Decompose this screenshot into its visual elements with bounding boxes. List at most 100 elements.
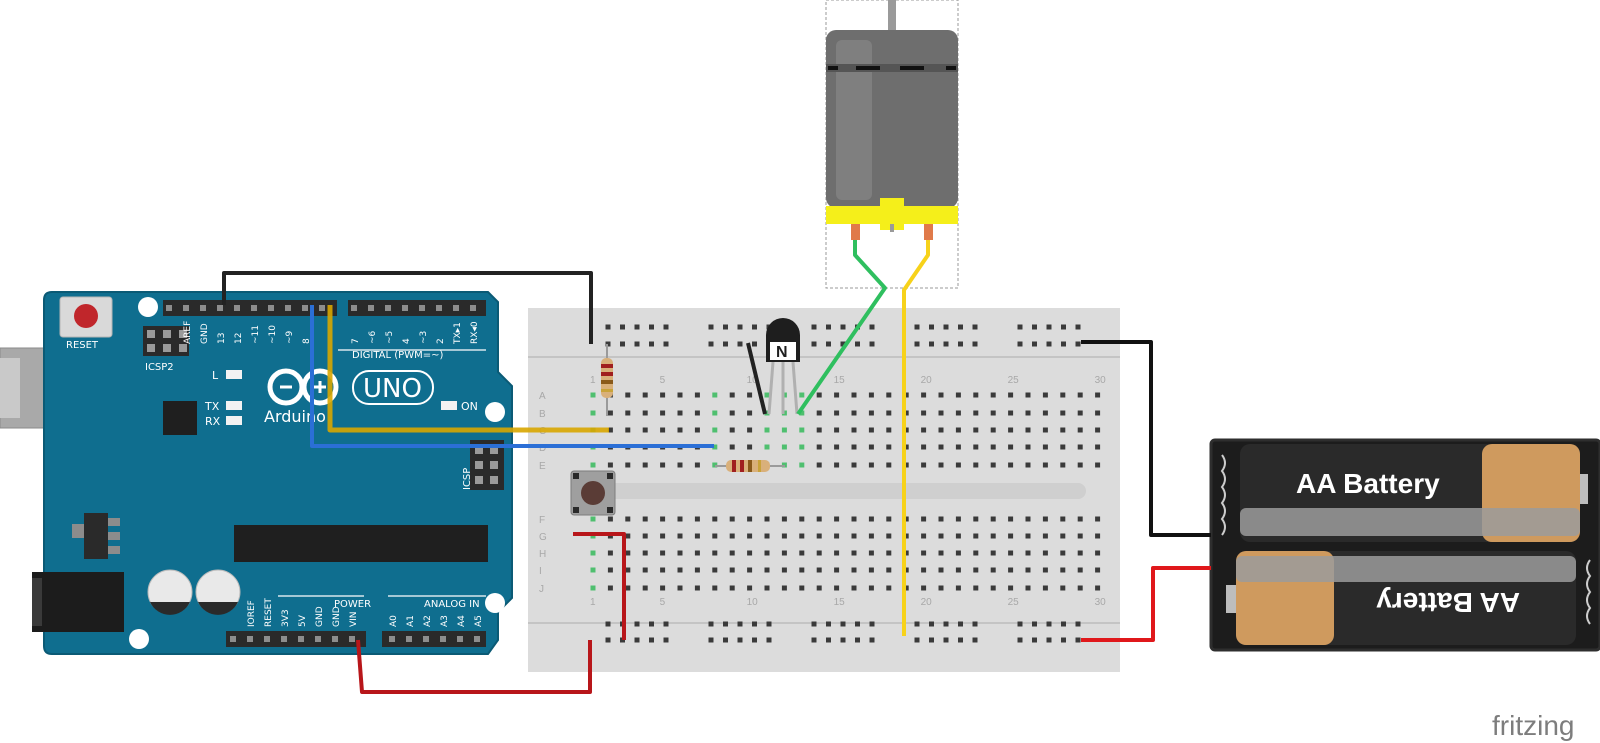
breadboard-hole [938, 410, 944, 416]
analog-label: ANALOG IN [424, 599, 480, 610]
breadboard-hole [799, 462, 805, 468]
digital-pin-label: ~11 [251, 325, 261, 344]
breadboard-hole [903, 533, 909, 539]
breadboard-hole [868, 516, 874, 522]
breadboard-hole [642, 567, 648, 573]
breadboard-hole [660, 533, 666, 539]
breadboard-hole [747, 533, 753, 539]
rail-hole [1032, 621, 1037, 627]
rail-hole [1075, 324, 1081, 330]
rail-hole [737, 637, 743, 643]
breadboard-hole [1008, 427, 1014, 433]
breadboard-hole [712, 533, 718, 539]
breadboard-hole [1025, 427, 1031, 433]
breadboard-hole [1060, 427, 1066, 433]
breadboard-hole [1008, 516, 1014, 522]
rail-hole [605, 637, 611, 643]
row-letter: A [539, 391, 546, 402]
breadboard-hole [799, 427, 805, 433]
column-number: 20 [921, 597, 933, 608]
breadboard-hole [712, 444, 718, 450]
rail-hole [1061, 341, 1066, 347]
rail-hole [723, 341, 728, 347]
rail-hole [1046, 637, 1052, 643]
breadboard-hole [1077, 533, 1083, 539]
breadboard-hole [921, 427, 927, 433]
pushbutton[interactable] [570, 470, 616, 516]
rail-hole [605, 324, 611, 330]
breadboard-hole [747, 550, 753, 556]
breadboard-hole [938, 462, 944, 468]
breadboard-hole [799, 392, 805, 398]
breadboard-hole [1008, 462, 1014, 468]
rail-hole [737, 621, 743, 627]
breadboard-hole [955, 516, 961, 522]
breadboard-hole [955, 410, 961, 416]
header-pin [368, 305, 374, 311]
rail-hole [811, 324, 817, 330]
rail-hole [605, 621, 611, 627]
breadboard-hole [868, 392, 874, 398]
npn-transistor: N [766, 318, 800, 415]
rail-hole [943, 637, 949, 643]
battery-cell-top: AA Battery [1240, 444, 1588, 542]
rail-hole [929, 324, 934, 330]
rail-hole [943, 341, 949, 347]
reset-button-cap[interactable] [74, 304, 98, 328]
breadboard-hole [660, 410, 666, 416]
rail-hole [943, 621, 949, 627]
digital-pin-label: 7 [351, 338, 361, 344]
breadboard-hole [764, 585, 770, 591]
breadboard-hole [712, 567, 718, 573]
breadboard-hole [764, 444, 770, 450]
wire-battery-black [1081, 340, 1211, 537]
breadboard-hole [973, 585, 979, 591]
rail-hole [1061, 637, 1066, 643]
breadboard-hole [938, 516, 944, 522]
rail-hole [869, 324, 875, 330]
breadboard-hole [677, 533, 683, 539]
row-letter: G [539, 532, 547, 543]
breadboard-hole [973, 444, 979, 450]
mounting-hole [485, 593, 505, 613]
rail-hole [914, 621, 920, 627]
breadboard-hole [625, 567, 631, 573]
breadboard-hole [1077, 410, 1083, 416]
header-pin [230, 636, 236, 642]
breadboard-hole [607, 567, 613, 573]
wire-pin13-yellow [327, 305, 609, 433]
column-number: 25 [1008, 375, 1020, 386]
breadboard-hole [973, 550, 979, 556]
breadboard-hole [642, 533, 648, 539]
breadboard-hole [1008, 533, 1014, 539]
led-tx [226, 401, 242, 410]
column-number: 10 [747, 375, 759, 386]
breadboard-hole [990, 533, 996, 539]
power-analog-pins [230, 636, 480, 642]
header-pin [281, 636, 287, 642]
breadboard-hole [868, 533, 874, 539]
rail-hole [914, 341, 920, 347]
breadboard-hole [834, 550, 840, 556]
arduino-logo [267, 368, 339, 406]
rail-hole [869, 637, 875, 643]
breadboard-hole [1095, 567, 1101, 573]
icsp-header [470, 440, 504, 490]
rail-hole [811, 621, 817, 627]
breadboard-hole [851, 533, 857, 539]
breadboard-hole [851, 585, 857, 591]
breadboard-hole [973, 427, 979, 433]
breadboard-hole [607, 585, 613, 591]
breadboard-hole [799, 550, 805, 556]
breadboard-hole [903, 462, 909, 468]
power-pin-label: RESET [264, 598, 274, 627]
breadboard-hole [660, 550, 666, 556]
breadboard-hole [868, 567, 874, 573]
analog-pin-label: A5 [474, 615, 484, 627]
breadboard-hole [851, 567, 857, 573]
usb-chip [163, 401, 197, 435]
breadboard-hole [816, 392, 822, 398]
breadboard-hole [764, 427, 770, 433]
rail-hole [972, 621, 978, 627]
rail-hole [1032, 341, 1037, 347]
